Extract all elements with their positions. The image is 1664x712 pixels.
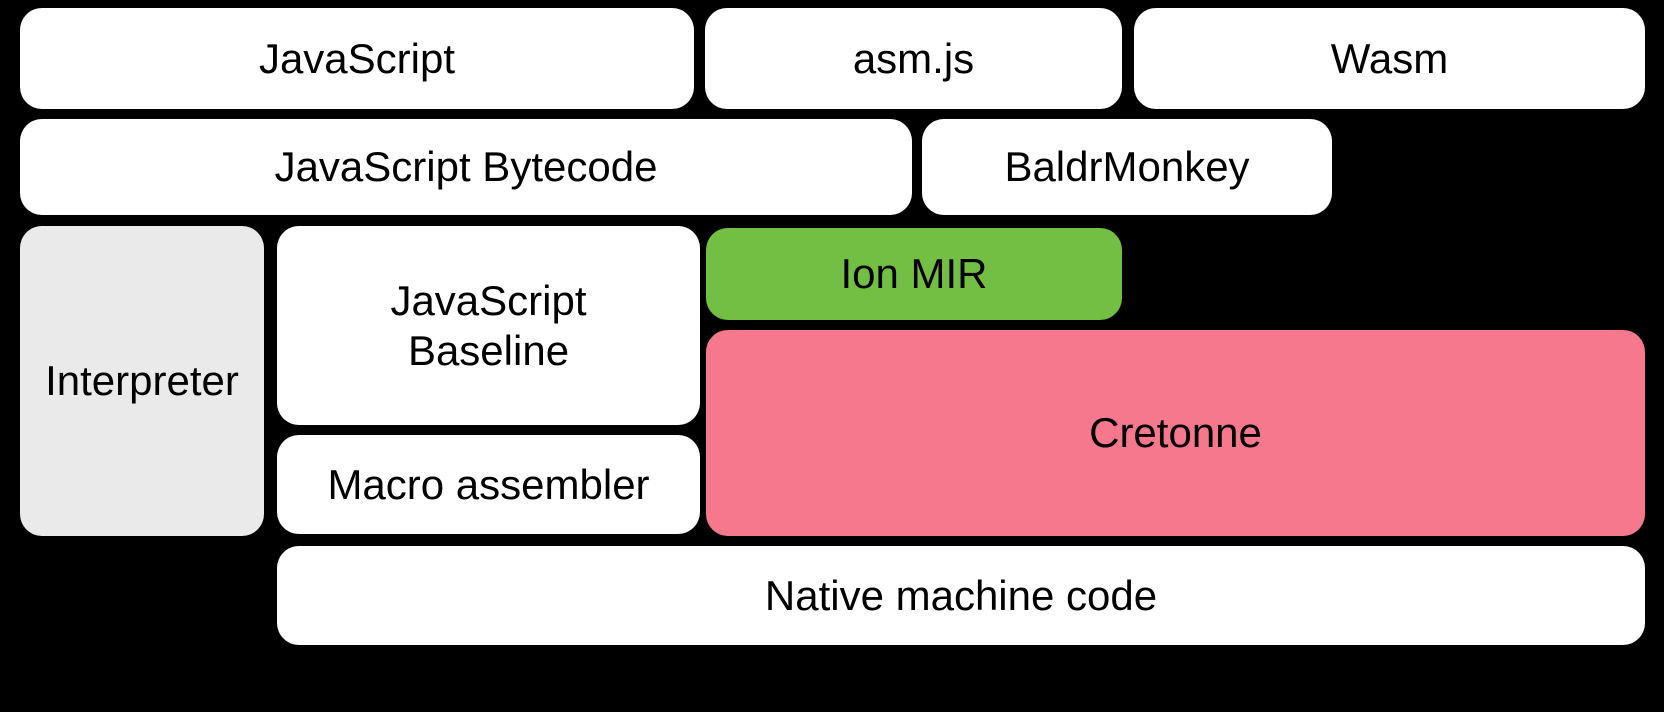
node-javascript-baseline: JavaScript Baseline	[277, 226, 700, 425]
node-baldrmonkey: BaldrMonkey	[922, 119, 1332, 215]
node-wasm: Wasm	[1134, 8, 1645, 109]
node-cretonne: Cretonne	[706, 330, 1645, 536]
node-interpreter: Interpreter	[20, 226, 264, 536]
node-javascript: JavaScript	[20, 8, 694, 109]
node-ion-mir: Ion MIR	[706, 228, 1122, 320]
node-macro-assembler: Macro assembler	[277, 435, 700, 534]
node-javascript-bytecode: JavaScript Bytecode	[20, 119, 912, 215]
node-asmjs: asm.js	[705, 8, 1122, 109]
node-native-machine-code: Native machine code	[277, 546, 1645, 645]
